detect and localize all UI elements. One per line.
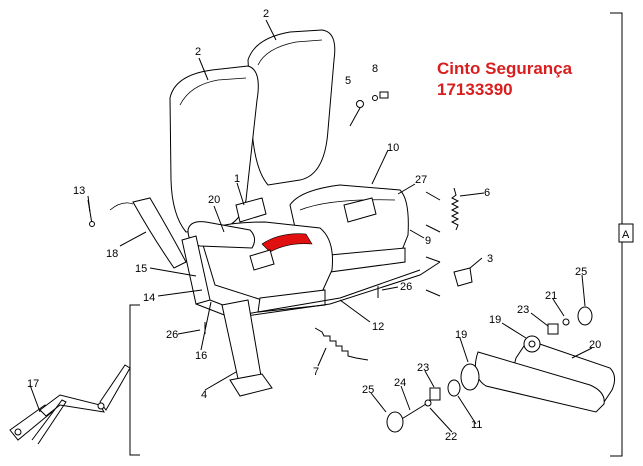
callout-7: 7	[313, 366, 319, 378]
callout-19-upper: 19	[489, 314, 501, 326]
callout-12: 12	[372, 321, 384, 333]
seat-frame	[181, 235, 441, 397]
armrest-lower	[386, 351, 605, 433]
callout-labels: 2 2 5 8 10 27 6 9 3 26 12 7 1 20 13 18 1…	[27, 8, 601, 443]
callout-22: 22	[445, 431, 457, 443]
part-17-bracket	[129, 304, 140, 456]
diagram-title: Cinto Segurança	[437, 59, 573, 78]
callout-20-seat: 20	[208, 194, 220, 206]
callout-5: 5	[345, 75, 351, 87]
callout-2-rear: 2	[263, 8, 269, 20]
callout-23-upper: 23	[517, 304, 529, 316]
callout-2-front: 2	[195, 46, 201, 58]
callout-14: 14	[143, 292, 155, 304]
backrest-front	[169, 65, 259, 233]
seat-belt-buckle	[235, 197, 377, 271]
callout-13: 13	[73, 185, 85, 197]
callout-11: 11	[471, 419, 482, 431]
bracket-17	[9, 364, 131, 445]
callout-16: 16	[195, 350, 207, 362]
section-label: A	[622, 229, 630, 241]
callout-24: 24	[394, 377, 406, 389]
callout-19-lower: 19	[455, 329, 467, 341]
backrest-rear	[247, 29, 336, 186]
callout-1: 1	[234, 173, 240, 185]
part-number: 17133390	[437, 80, 513, 99]
seat-belt-highlight	[261, 233, 313, 253]
section-bracket: A	[610, 12, 634, 457]
spring-7	[314, 327, 369, 361]
callout-8: 8	[372, 63, 378, 75]
callout-26-right: 26	[400, 281, 412, 293]
screw-5	[349, 100, 364, 127]
leader-lines	[29, 19, 593, 433]
callout-3: 3	[487, 253, 493, 265]
callout-27: 27	[415, 174, 427, 186]
callout-6: 6	[484, 187, 490, 199]
callout-25-upper: 25	[575, 266, 587, 278]
callout-21: 21	[545, 290, 557, 302]
callout-17: 17	[27, 378, 39, 390]
side-bracket	[132, 197, 187, 269]
callout-23-lower: 23	[417, 362, 429, 374]
callout-4: 4	[201, 389, 207, 401]
callout-26-left: 26	[166, 329, 178, 341]
callout-15: 15	[135, 263, 147, 275]
callout-25-lower: 25	[362, 384, 374, 396]
callout-18: 18	[106, 248, 118, 260]
callout-9: 9	[425, 235, 431, 247]
screw-8	[372, 91, 389, 101]
callout-20-armrest: 20	[589, 339, 601, 351]
callout-10: 10	[387, 142, 399, 154]
spring-6	[450, 187, 460, 231]
clip-3	[453, 267, 473, 287]
